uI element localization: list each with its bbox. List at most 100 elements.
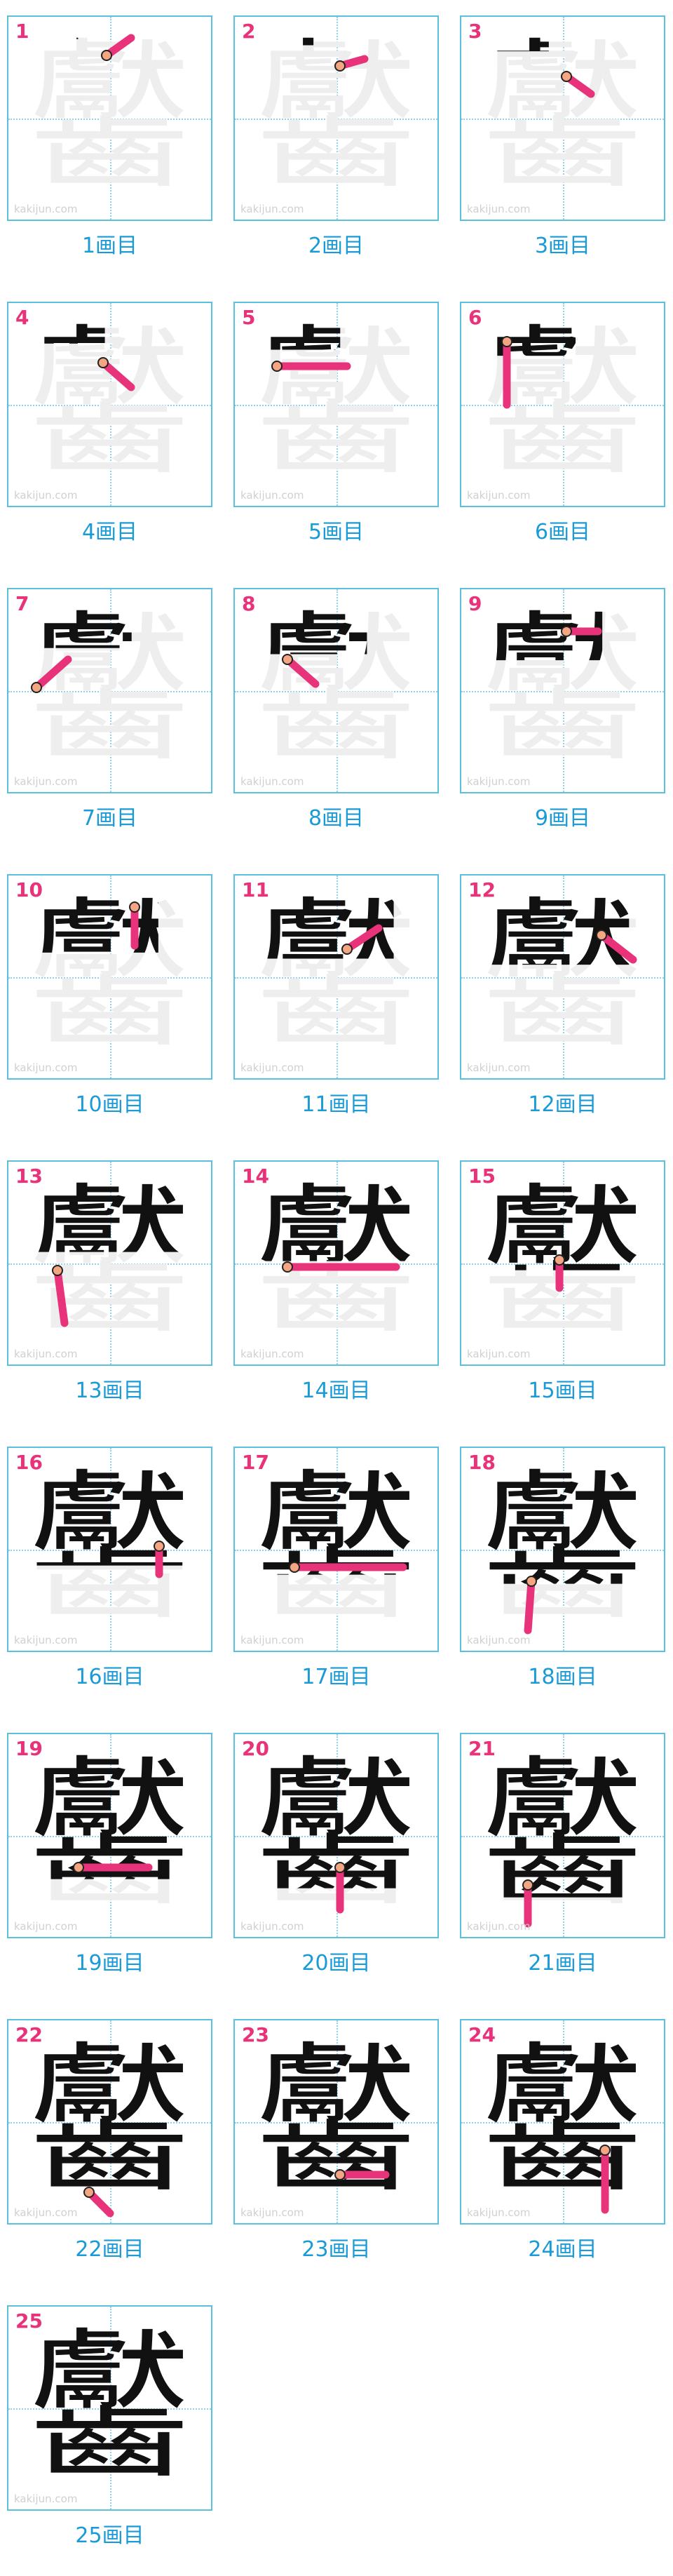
step-caption: 22画目: [75, 2237, 144, 2262]
guide-line-vertical: [109, 2020, 111, 2223]
guide-line-vertical: [336, 303, 338, 506]
written-strokes: 齾: [482, 2027, 644, 2215]
written-strokes: 齾: [482, 1455, 644, 1643]
stroke-start-dot: [289, 1562, 300, 1573]
watermark: kakijun.com: [240, 775, 304, 788]
watermark: kakijun.com: [14, 2206, 78, 2219]
current-stroke-line: [524, 1577, 536, 1635]
current-stroke: [52, 1265, 69, 1327]
step-caption: 8画目: [308, 806, 365, 831]
step-number: 25: [15, 2309, 43, 2333]
watermark: kakijun.com: [14, 489, 78, 502]
stroke-start-dot: [526, 1576, 537, 1587]
guide-line-vertical: [109, 1734, 111, 1937]
step-number: 7: [15, 592, 29, 615]
current-stroke: [334, 55, 369, 72]
ghost-character: 齾: [482, 1741, 644, 1929]
stroke-start-dot: [561, 626, 572, 637]
watermark: kakijun.com: [240, 1920, 304, 1933]
ghost-character: 齾: [255, 310, 417, 498]
guide-line-vertical: [109, 2307, 111, 2509]
ghost-character: 齾: [482, 2027, 644, 2215]
step-number: 10: [15, 878, 43, 901]
written-strokes: 齾: [482, 24, 644, 212]
stroke-start-dot: [561, 71, 572, 82]
stroke-start-dot: [282, 654, 293, 665]
current-stroke: [129, 901, 140, 950]
guide-line-vertical: [109, 589, 111, 792]
written-strokes: 齾: [255, 310, 417, 498]
current-stroke: [599, 2145, 611, 2214]
stroke-start-dot: [154, 1541, 165, 1552]
current-stroke: [83, 2187, 114, 2218]
stroke-start-dot: [341, 944, 353, 955]
ghost-character: 齾: [29, 2027, 191, 2215]
ghost-character: 齾: [255, 596, 417, 784]
current-stroke: [289, 1562, 407, 1573]
step-caption: 18画目: [528, 1665, 597, 1689]
step-caption: 12画目: [528, 1092, 597, 1117]
stroke-start-dot: [101, 50, 112, 61]
watermark: kakijun.com: [467, 1920, 531, 1933]
current-stroke-line: [597, 931, 637, 964]
current-stroke: [561, 626, 602, 637]
guide-line-vertical: [336, 17, 338, 220]
guide-line-vertical: [562, 1448, 564, 1651]
step-number: 17: [242, 1451, 269, 1474]
written-strokes: 齾: [29, 1741, 191, 1929]
current-stroke: [334, 1862, 346, 1914]
written-strokes: 齾: [29, 310, 191, 498]
written-strokes: 齾: [29, 2314, 191, 2502]
ghost-character: 齾: [29, 1169, 191, 1357]
ghost-character: 齾: [29, 1741, 191, 1929]
step-caption: 24画目: [528, 2237, 597, 2262]
step-caption: 19画目: [75, 1951, 144, 1975]
watermark: kakijun.com: [14, 1920, 78, 1933]
current-stroke: [282, 654, 320, 688]
stroke-start-dot: [501, 336, 512, 347]
step-number: 3: [468, 20, 482, 43]
guide-line-vertical: [562, 589, 564, 792]
step-number: 8: [242, 592, 256, 615]
ghost-character: 齾: [29, 883, 191, 1071]
current-stroke: [101, 34, 135, 61]
ghost-character: 齾: [482, 24, 644, 212]
current-stroke: [501, 336, 512, 409]
stroke-start-dot: [599, 2145, 611, 2156]
step-caption: 2画目: [308, 234, 365, 258]
watermark: kakijun.com: [240, 1348, 304, 1360]
current-stroke: [282, 1261, 400, 1273]
step-caption: 21画目: [528, 1951, 597, 1975]
ghost-character: 齾: [255, 1741, 417, 1929]
watermark: kakijun.com: [467, 2206, 531, 2219]
current-stroke: [97, 357, 135, 391]
current-stroke: [522, 1879, 533, 1928]
step-number: 12: [468, 878, 496, 901]
guide-line-vertical: [109, 1162, 111, 1364]
step-caption: 4画目: [81, 520, 138, 544]
stroke-start-dot: [52, 1265, 63, 1276]
stroke-start-dot: [282, 1261, 293, 1273]
step-number: 6: [468, 306, 482, 329]
